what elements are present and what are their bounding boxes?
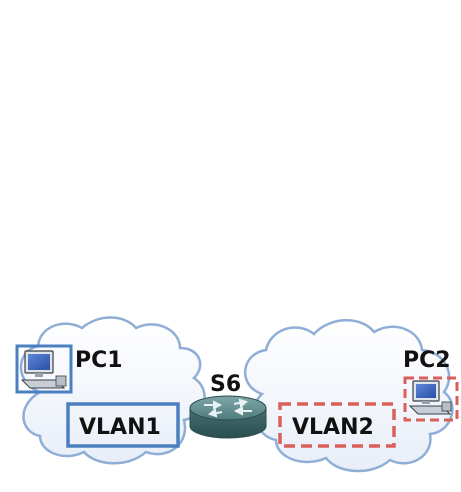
vlan1-label: VLAN1 <box>79 415 161 440</box>
switch-icon[interactable] <box>189 395 267 439</box>
vlan2-label: VLAN2 <box>292 415 374 440</box>
cloud-right <box>244 319 454 473</box>
pc2-computer-icon[interactable] <box>403 376 459 422</box>
pc2-label: PC2 <box>403 348 451 373</box>
pc1-label: PC1 <box>75 348 123 373</box>
pc1-computer-icon[interactable] <box>15 344 73 394</box>
vlan1-box: VLAN1 <box>66 402 180 448</box>
vlan2-box: VLAN2 <box>278 402 396 448</box>
switch-label: S6 <box>210 372 241 397</box>
